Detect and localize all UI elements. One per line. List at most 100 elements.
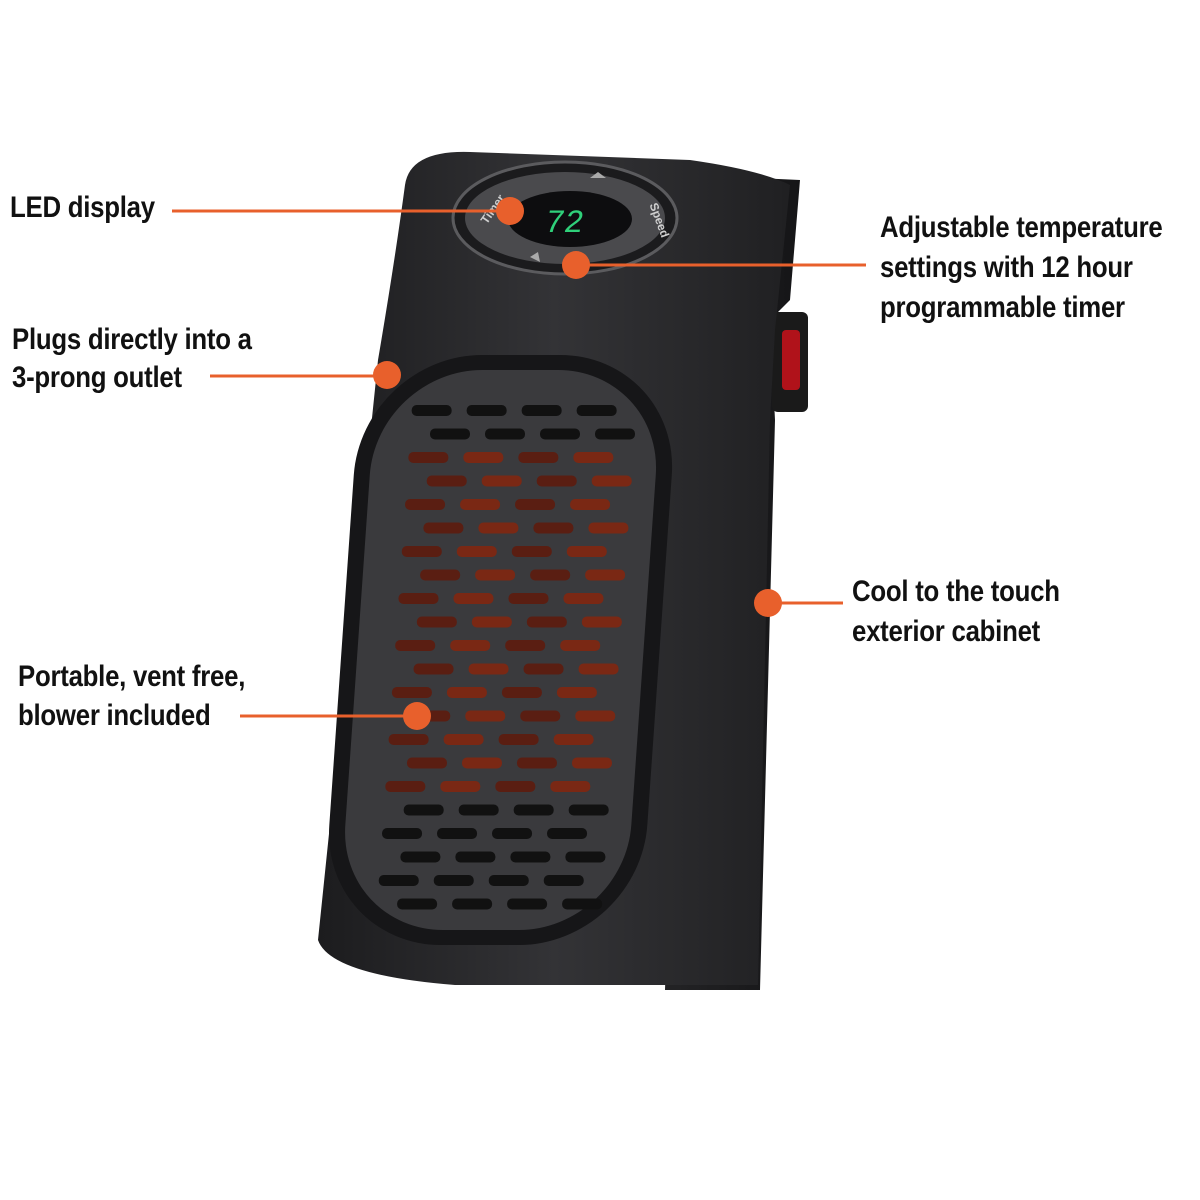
- vent-slot: [518, 452, 559, 463]
- vent-slot: [566, 546, 607, 557]
- vent-slot: [468, 663, 509, 675]
- callout-adjustable-line3: programmable timer: [880, 291, 1125, 324]
- vent-slot: [430, 428, 471, 440]
- vent-slot: [533, 522, 574, 534]
- vent-slot: [443, 734, 484, 745]
- vent-slot: [416, 616, 457, 628]
- vent-slot: [560, 640, 601, 651]
- vent-slot: [550, 781, 591, 792]
- vent-slot: [397, 898, 438, 910]
- callout-led-display: LED display: [10, 191, 155, 224]
- vent-slot: [495, 781, 536, 792]
- callout-dot-outlet: [373, 361, 401, 389]
- vent-slot: [565, 851, 606, 863]
- callout-plugs-line2: 3-prong outlet: [12, 361, 182, 394]
- vent-slot: [488, 875, 529, 886]
- vent-slot: [382, 828, 423, 839]
- vent-slot: [511, 546, 552, 557]
- vent-slot: [406, 757, 447, 769]
- vent-slot: [408, 452, 449, 463]
- vent-slot: [540, 428, 581, 440]
- vent-slot: [426, 475, 467, 487]
- vent-slot: [461, 757, 502, 769]
- callout-dot-temperature: [562, 251, 590, 279]
- vent-slot: [595, 428, 636, 440]
- callout-cool-line1: Cool to the touch: [852, 575, 1060, 608]
- vent-slot: [395, 640, 436, 651]
- vent-slot: [465, 710, 506, 722]
- vent-slot: [570, 499, 611, 510]
- vent-slot: [458, 804, 499, 816]
- vent-slot: [481, 475, 522, 487]
- down-arrow-icon: [530, 252, 540, 262]
- vent-slot: [471, 616, 512, 628]
- vent-slot: [510, 851, 551, 863]
- vent-slot: [452, 898, 493, 910]
- vent-slot: [575, 710, 616, 722]
- vent-slot: [536, 475, 577, 487]
- vent-slot: [513, 804, 554, 816]
- vent-slot: [498, 734, 539, 745]
- vent-slot: [521, 405, 562, 416]
- vent-slot: [475, 569, 516, 581]
- vent-slot: [573, 452, 614, 463]
- vent-slot: [571, 757, 612, 769]
- led-display-value: 72: [545, 205, 583, 242]
- vent-slot: [568, 804, 609, 816]
- vent-slot: [515, 499, 556, 510]
- vent-slot: [526, 616, 567, 628]
- callout-dot-led: [496, 197, 524, 225]
- vent-slot: [556, 687, 597, 698]
- vent-slot: [585, 569, 626, 581]
- vent-slot: [411, 405, 452, 416]
- vent-slot: [460, 499, 501, 510]
- vent-slot: [508, 593, 549, 604]
- callout-dot-blower: [403, 702, 431, 730]
- vent-slot: [520, 710, 561, 722]
- callout-portable-line1: Portable, vent free,: [18, 660, 246, 693]
- vent-slot: [563, 593, 604, 604]
- vent-slot: [388, 734, 429, 745]
- vent-slot: [547, 828, 588, 839]
- vent-slot: [400, 851, 441, 863]
- vent-slot: [478, 522, 519, 534]
- vent-slot: [437, 828, 478, 839]
- vent-slot: [420, 569, 461, 581]
- callout-dot-cabinet: [754, 589, 782, 617]
- vent-slot: [391, 687, 432, 698]
- callout-plugs-line1: Plugs directly into a: [12, 323, 252, 356]
- vent-slot: [433, 875, 474, 886]
- vent-slot: [385, 781, 426, 792]
- vent-slot: [398, 593, 439, 604]
- vent-slot: [413, 663, 454, 675]
- vent-slots: [378, 405, 636, 910]
- vent-slot: [543, 875, 584, 886]
- vent-slot: [401, 546, 442, 557]
- vent-slot: [516, 757, 557, 769]
- vent-slot: [576, 405, 617, 416]
- vent-slot: [578, 663, 619, 675]
- vent-slot: [446, 687, 487, 698]
- power-switch-rocker: [782, 330, 800, 390]
- vent-slot: [440, 781, 481, 792]
- callout-portable-line2: blower included: [18, 699, 211, 732]
- callout-adjustable-line1: Adjustable temperature: [880, 211, 1163, 244]
- vent-slot: [466, 405, 507, 416]
- vent-slot: [588, 522, 629, 534]
- vent-slot: [485, 428, 526, 440]
- vent-slot: [507, 898, 548, 910]
- vent-slot: [523, 663, 564, 675]
- vent-slot: [553, 734, 594, 745]
- vent-slot: [423, 522, 464, 534]
- vent-slot: [455, 851, 496, 863]
- vent-slot: [591, 475, 632, 487]
- vent-slot: [530, 569, 571, 581]
- vent-slot: [450, 640, 491, 651]
- callout-cool-line2: exterior cabinet: [852, 615, 1041, 648]
- vent-slot: [405, 499, 446, 510]
- vent-slot: [453, 593, 494, 604]
- callout-adjustable-line2: settings with 12 hour: [880, 251, 1133, 284]
- vent-slot: [505, 640, 546, 651]
- vent-slot: [463, 452, 504, 463]
